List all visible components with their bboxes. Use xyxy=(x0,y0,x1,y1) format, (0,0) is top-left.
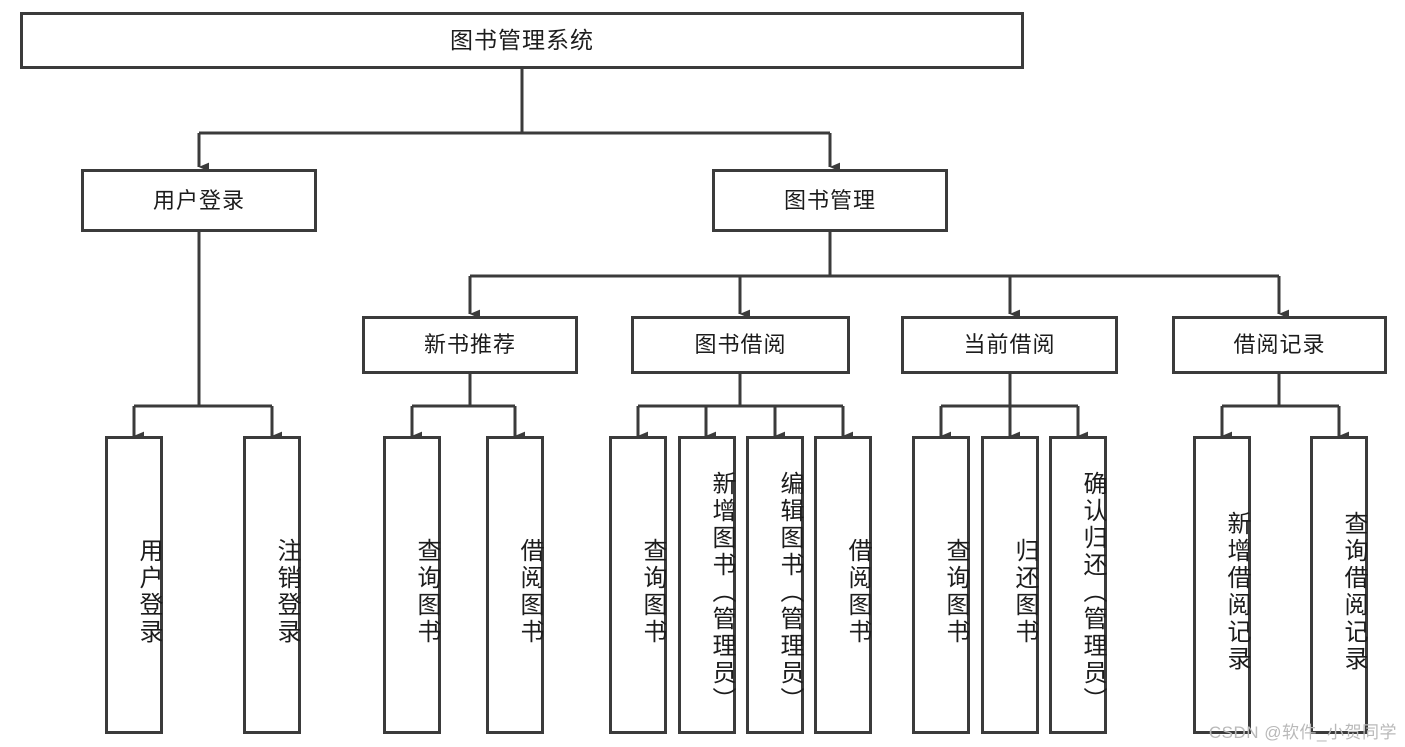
node-label: 用户登录 xyxy=(152,187,245,213)
node-label: 图书管理系统 xyxy=(450,27,594,53)
leaf-query-book-current[interactable]: 查询图书 xyxy=(912,436,970,734)
leaf-add-book-admin[interactable]: 新增图书（管理员） xyxy=(678,436,736,734)
node-book-borrow[interactable]: 图书借阅 xyxy=(631,316,850,374)
leaf-logout[interactable]: 注销登录 xyxy=(243,436,301,734)
leaf-query-book-recommend[interactable]: 查询图书 xyxy=(383,436,441,734)
node-label: 确认归还（管理员） xyxy=(1079,470,1106,714)
node-label: 图书借阅 xyxy=(694,332,787,357)
leaf-return-book[interactable]: 归还图书 xyxy=(981,436,1039,734)
node-label: 新书推荐 xyxy=(423,332,516,357)
node-label: 查询图书 xyxy=(942,538,969,646)
node-new-book-recommend[interactable]: 新书推荐 xyxy=(362,316,578,374)
leaf-borrow-book[interactable]: 借阅图书 xyxy=(814,436,872,734)
node-label: 借阅图书 xyxy=(844,538,871,646)
node-label: 查询图书 xyxy=(639,538,666,646)
node-book-management[interactable]: 图书管理 xyxy=(712,169,948,232)
node-label: 归还图书 xyxy=(1011,538,1038,646)
leaf-add-borrow-record[interactable]: 新增借阅记录 xyxy=(1193,436,1251,734)
node-user-login[interactable]: 用户登录 xyxy=(81,169,317,232)
node-borrow-record[interactable]: 借阅记录 xyxy=(1172,316,1387,374)
node-label: 用户登录 xyxy=(135,538,162,646)
node-label: 当前借阅 xyxy=(963,332,1056,357)
node-label: 借阅记录 xyxy=(1233,332,1326,357)
leaf-query-borrow-record[interactable]: 查询借阅记录 xyxy=(1310,436,1368,734)
node-root-book-management-system[interactable]: 图书管理系统 xyxy=(20,12,1024,69)
leaf-borrow-book-recommend[interactable]: 借阅图书 xyxy=(486,436,544,734)
node-label: 新增借阅记录 xyxy=(1223,511,1250,673)
node-label: 编辑图书（管理员） xyxy=(776,470,803,714)
node-label: 新增图书（管理员） xyxy=(708,470,735,714)
node-label: 查询借阅记录 xyxy=(1340,511,1367,673)
leaf-confirm-return-admin[interactable]: 确认归还（管理员） xyxy=(1049,436,1107,734)
node-label: 注销登录 xyxy=(273,538,300,646)
leaf-query-book-borrow[interactable]: 查询图书 xyxy=(609,436,667,734)
node-label: 借阅图书 xyxy=(516,538,543,646)
node-label: 查询图书 xyxy=(413,538,440,646)
leaf-user-login[interactable]: 用户登录 xyxy=(105,436,163,734)
node-current-borrow[interactable]: 当前借阅 xyxy=(901,316,1118,374)
leaf-edit-book-admin[interactable]: 编辑图书（管理员） xyxy=(746,436,804,734)
node-label: 图书管理 xyxy=(783,187,876,213)
